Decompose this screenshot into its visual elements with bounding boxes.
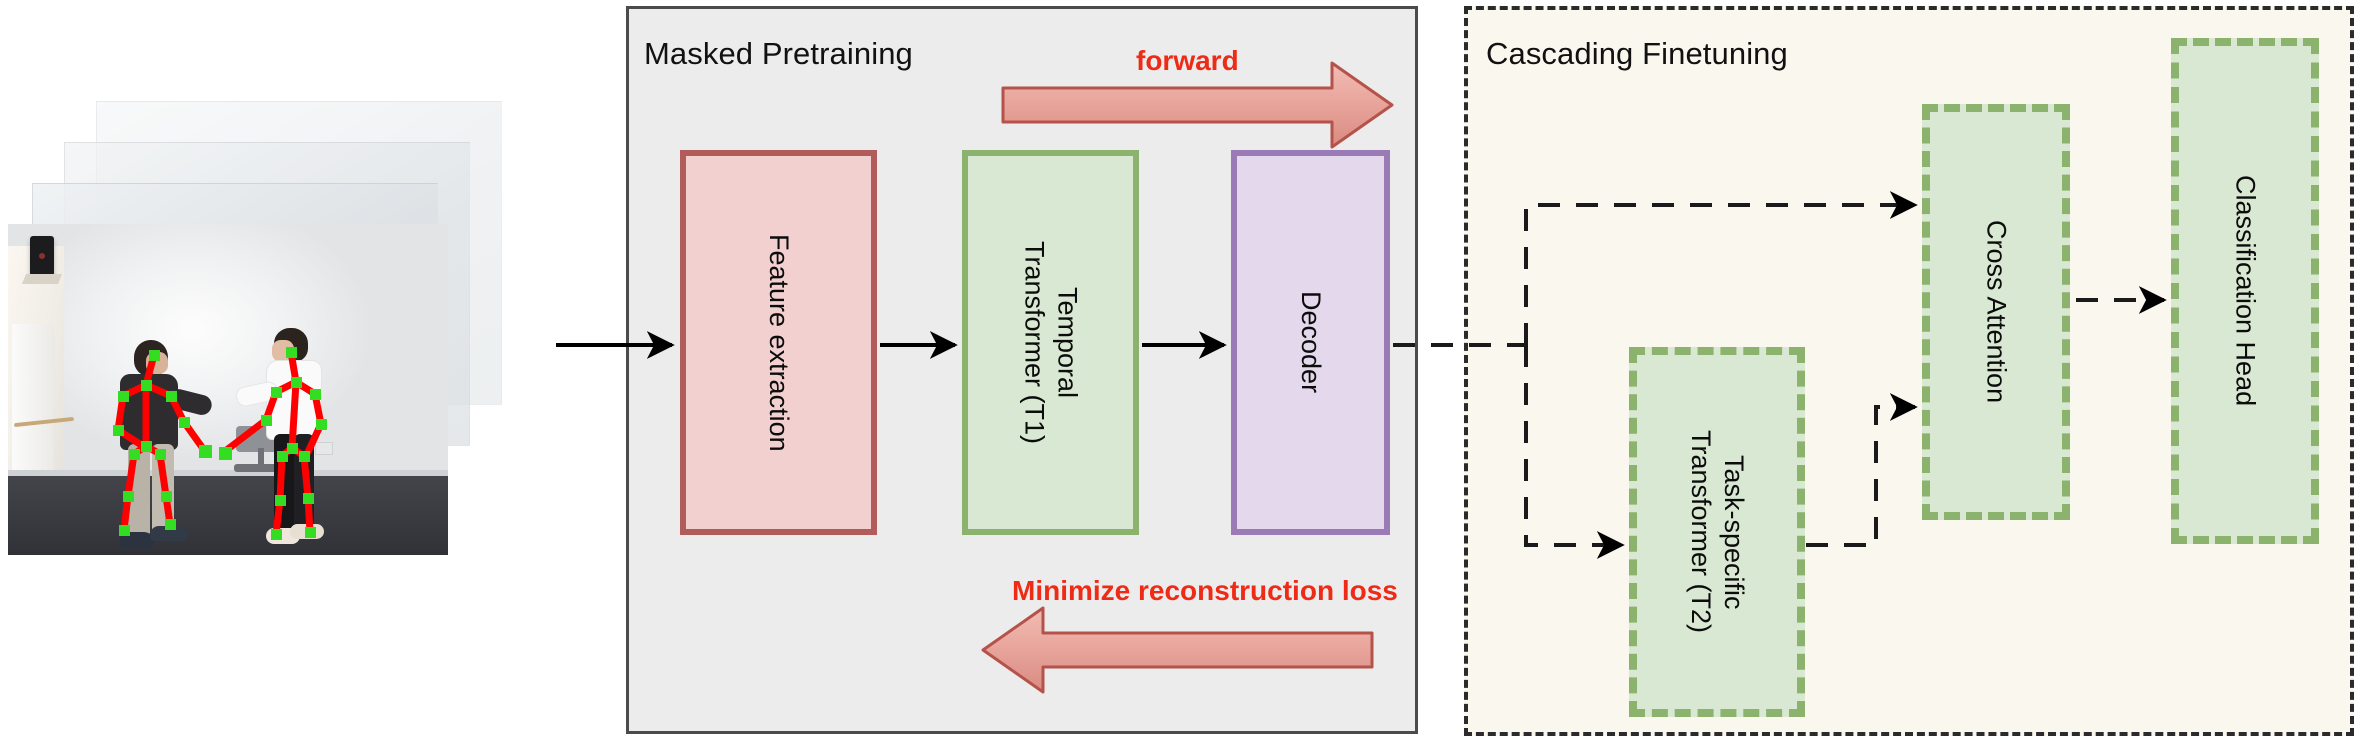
block-feature-extraction[interactable]: Feature extraction bbox=[680, 150, 877, 535]
wall-outlet bbox=[315, 442, 333, 455]
block-classification-head-label: Classification Head bbox=[2230, 175, 2261, 407]
room-floor bbox=[8, 476, 448, 555]
block-temporal-transformer[interactable]: Temporal Transformer (T1) bbox=[962, 150, 1139, 535]
curtain bbox=[12, 324, 54, 474]
forward-label: forward bbox=[1136, 45, 1239, 76]
wall-speaker-icon bbox=[30, 236, 54, 276]
skeleton-overlay bbox=[113, 347, 327, 540]
panel-masked-pretraining-title: Masked Pretraining bbox=[644, 36, 913, 71]
panel-cascading-finetuning-title: Cascading Finetuning bbox=[1486, 36, 1788, 71]
block-cross-attention[interactable]: Cross Attention bbox=[1922, 104, 2070, 520]
video-frame-front bbox=[8, 224, 448, 555]
block-classification-head[interactable]: Classification Head bbox=[2171, 38, 2319, 544]
block-task-specific-transformer-label: Task-specific Transformer (T2) bbox=[1686, 430, 1749, 634]
block-feature-extraction-label: Feature extraction bbox=[763, 233, 794, 452]
room-wall bbox=[8, 224, 448, 476]
block-decoder-label: Decoder bbox=[1295, 291, 1326, 394]
skeleton-overlay-ghost bbox=[8, 224, 448, 555]
block-temporal-transformer-label: Temporal Transformer (T1) bbox=[1019, 240, 1083, 444]
reconstruction-loss-label: Minimize reconstruction loss bbox=[1012, 575, 1398, 606]
block-task-specific-transformer[interactable]: Task-specific Transformer (T2) bbox=[1629, 347, 1805, 717]
block-decoder[interactable]: Decoder bbox=[1231, 150, 1390, 535]
baseboard bbox=[8, 470, 448, 477]
block-cross-attention-label: Cross Attention bbox=[1981, 220, 2012, 404]
